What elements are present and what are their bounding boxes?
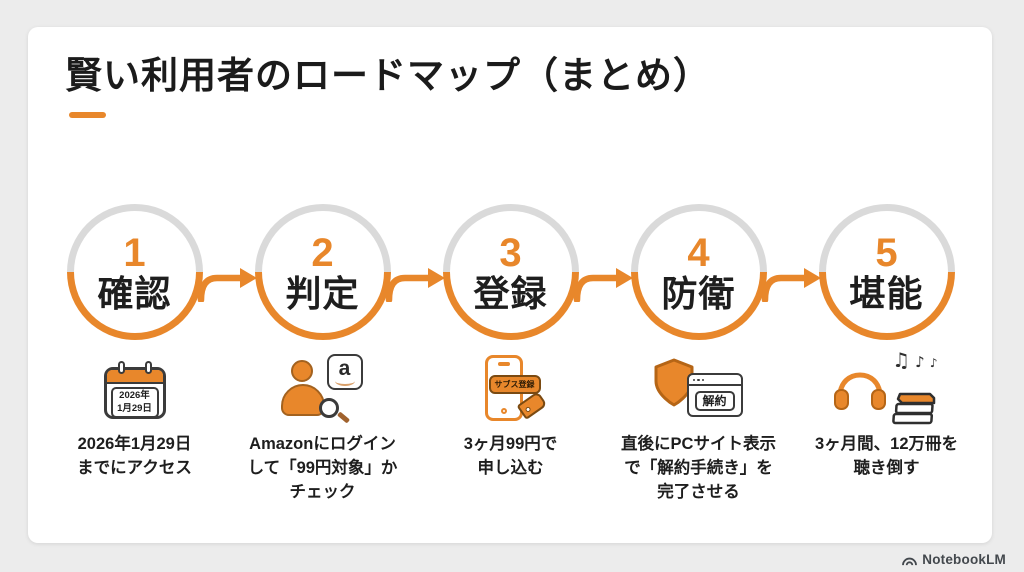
book-stack-icon (891, 393, 935, 425)
step-5-number: 5 (875, 230, 898, 275)
headphones-icon (833, 372, 886, 411)
calendar-date-text: 2026年 1月29日 (110, 387, 159, 418)
calendar-ring-icon (117, 361, 125, 375)
magnifier-icon (318, 398, 339, 419)
step-3-circle: 3 登録 (442, 204, 579, 341)
step-3-caption: 3ヶ月99円で 申し込む (463, 435, 558, 478)
arrow-right-icon (197, 268, 257, 303)
step-3-number: 3 (499, 230, 522, 275)
step-4-number: 4 (687, 230, 710, 275)
step-2-label: 判定 (285, 272, 360, 314)
step-1-caption: 2026年1月29日 までにアクセス (77, 435, 192, 478)
step-2-judge: 2 判定 a Amazonにログイン して「99円対象」か チェック (232, 204, 413, 505)
step-2-circle: 2 判定 (254, 204, 391, 341)
step-1-number: 1 (123, 230, 146, 275)
step-4-defense: 4 防衛 解約 (608, 204, 789, 505)
amazon-logo-icon: a (326, 354, 363, 391)
calendar-ring-icon (144, 361, 152, 375)
step-1-confirm: 1 確認 2026年 1月29日 2026年1月29日 までにアクセス (44, 204, 225, 505)
smartphone-subscribe-icon: サブス登録 (463, 353, 559, 423)
arrow-right-icon (385, 268, 445, 303)
step-3-label: 登録 (473, 272, 548, 314)
notebooklm-branding: NotebookLM (902, 547, 1006, 571)
headphones-music-books-icon: ♫ ♪ ♪ (832, 348, 942, 425)
slide-card: 賢い利用者のロードマップ（まとめ） 1 確認 2026年 1月29日 2026年… (28, 27, 992, 543)
browser-window-icon: 解約 (686, 373, 743, 418)
step-5-label: 堪能 (849, 272, 924, 314)
calendar-icon: 2026年 1月29日 (103, 361, 166, 420)
step-2-caption: Amazonにログイン して「99円対象」か チェック (247, 435, 398, 502)
roadmap-steps-row: 1 確認 2026年 1月29日 2026年1月29日 までにアクセス 2 判定 (44, 204, 977, 505)
step-4-caption: 直後にPCサイト表示 で「解約手続き」を 完了させる (621, 435, 776, 502)
step-4-circle: 4 防衛 (630, 204, 767, 341)
step-5-circle: 5 堪能 (818, 204, 955, 341)
calendar-header (106, 370, 163, 385)
subscribe-badge: サブス登録 (488, 375, 541, 395)
person-icon (290, 360, 313, 383)
step-5-enjoy: 5 堪能 ♫ ♪ ♪ (796, 204, 977, 505)
arrow-right-icon (761, 268, 821, 303)
music-notes-icon: ♫ ♪ ♪ (892, 348, 938, 373)
shield-cancel-icon: 解約 (649, 353, 749, 423)
step-1-label: 確認 (97, 272, 172, 314)
page-title: 賢い利用者のロードマップ（まとめ） (65, 55, 711, 96)
title-accent-underline (69, 112, 106, 119)
step-3-register: 3 登録 サブス登録 3ヶ月99円で 申し込む (420, 204, 601, 505)
cancel-word: 解約 (694, 391, 735, 412)
amazon-login-search-icon: a (275, 354, 371, 424)
step-4-label: 防衛 (661, 272, 736, 314)
notebooklm-logo-icon (902, 557, 918, 565)
arrow-right-icon (573, 268, 633, 303)
brand-name: NotebookLM (922, 551, 1006, 567)
step-2-number: 2 (311, 230, 334, 275)
step-1-circle: 1 確認 (66, 204, 203, 341)
amazon-smile-icon (334, 376, 355, 387)
step-5-caption: 3ヶ月間、12万冊を 聴き倒す (814, 435, 959, 478)
